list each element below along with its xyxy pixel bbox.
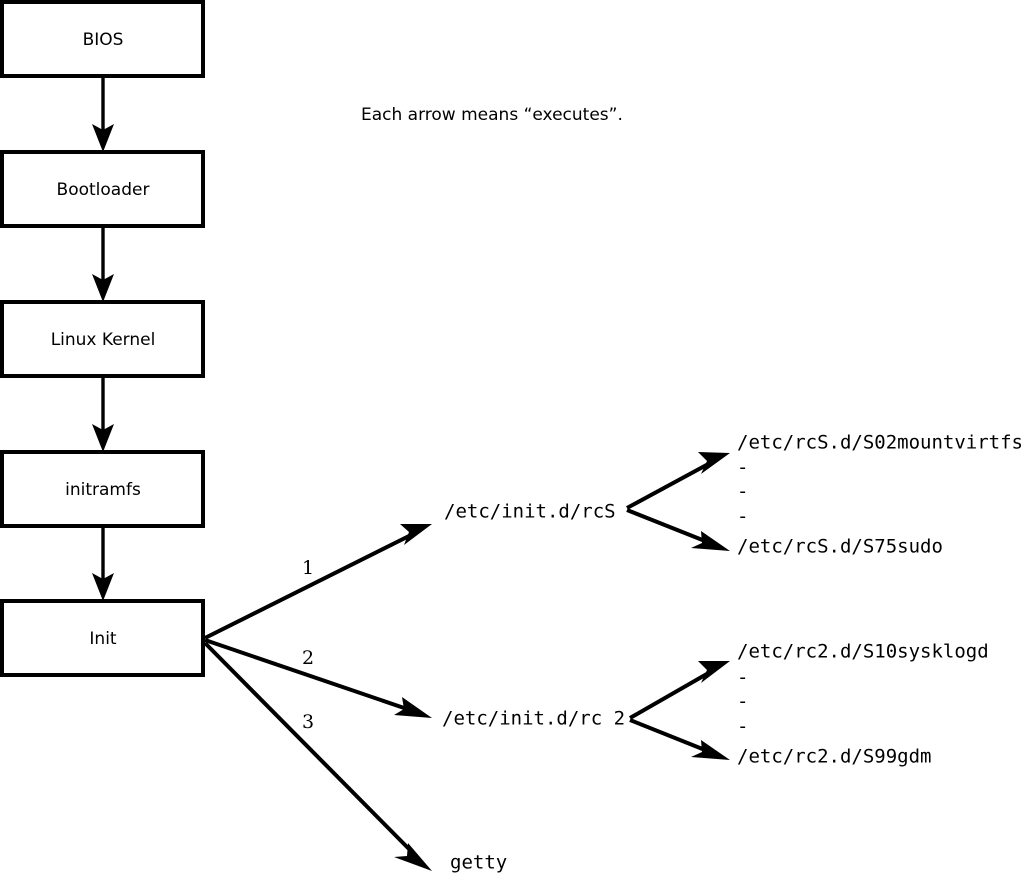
node-linux-kernel-label: Linux Kernel (51, 330, 156, 350)
node-linux-kernel[interactable]: Linux Kernel (0, 300, 205, 378)
branch-target-rc2: /etc/init.d/rc 2 (442, 708, 625, 730)
arrow-init-to-rc2 (204, 638, 432, 718)
node-bios[interactable]: BIOS (0, 0, 205, 78)
arrow-kernel-to-initramfs (92, 376, 114, 452)
arrow-rc2-to-last-script (629, 718, 730, 760)
arrow-init-to-rcs (204, 524, 432, 640)
rcs-script-first: /etc/rcS.d/S02mountvirtfs (737, 432, 1023, 454)
arrow-bios-to-bootloader (92, 76, 114, 152)
rc2-script-last: /etc/rc2.d/S99gdm (737, 746, 931, 768)
node-initramfs[interactable]: initramfs (0, 450, 205, 528)
node-bootloader-label: Bootloader (57, 180, 150, 200)
arrow-rc2-to-first-script (629, 661, 730, 720)
arrow-rcs-to-first-script (626, 452, 730, 510)
rcs-ellipsis-dash-3: - (737, 506, 748, 528)
arrow-bootloader-to-kernel (92, 226, 114, 302)
node-bios-label: BIOS (83, 30, 124, 50)
node-init-rect (0, 599, 205, 677)
node-bios-rect (0, 0, 205, 78)
node-initramfs-label: initramfs (65, 480, 141, 500)
rcs-ellipsis-dash-1: - (737, 457, 748, 479)
arrow-init-to-getty (203, 641, 432, 871)
node-init-label: Init (89, 629, 117, 649)
node-bootloader[interactable]: Bootloader (0, 150, 205, 228)
arrow-initramfs-to-init (92, 526, 114, 601)
rc2-ellipsis-dash-1: - (737, 667, 748, 689)
branch-target-getty: getty (450, 852, 507, 874)
rc2-ellipsis-dash-2: - (737, 691, 748, 713)
branch-target-rcs: /etc/init.d/rcS (444, 501, 616, 523)
node-initramfs-rect (0, 450, 205, 528)
rc2-ellipsis-dash-3: - (737, 716, 748, 738)
rcs-ellipsis-dash-2: - (737, 481, 748, 503)
edge-number-3: 3 (302, 711, 314, 733)
edge-number-2: 2 (302, 647, 314, 669)
diagram-caption: Each arrow means “executes”. (361, 105, 623, 125)
rcs-script-last: /etc/rcS.d/S75sudo (737, 536, 943, 558)
edge-number-1: 1 (302, 557, 314, 579)
rc2-script-first: /etc/rc2.d/S10sysklogd (737, 641, 989, 663)
arrow-rcs-to-last-script (626, 508, 730, 551)
node-init[interactable]: Init (0, 599, 205, 677)
